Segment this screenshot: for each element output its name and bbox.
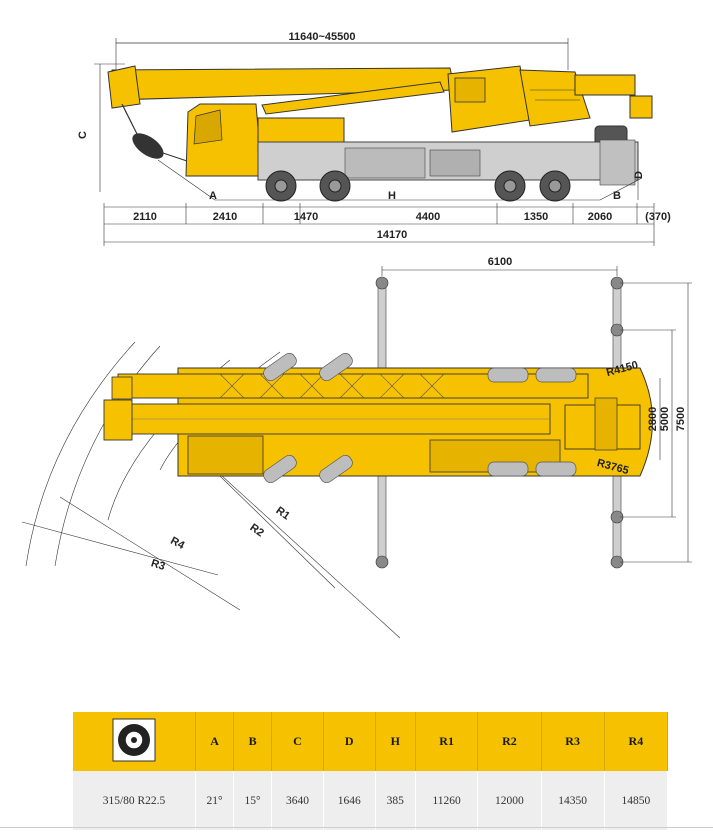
width-5000-dim: 5000 [659,407,671,431]
header-b: B [233,712,273,771]
cell-r2: 12000 [477,771,542,830]
cell-c: 3640 [271,771,324,830]
cell-r1: 11260 [415,771,479,830]
dim-label-h: H [388,190,396,202]
header-d: D [323,712,376,771]
dim-total-length: 14170 [377,229,408,241]
dim-1470: 1470 [294,211,318,223]
header-a: A [195,712,235,771]
tire-icon [112,718,156,761]
spec-table-header-row: A B C D H R1 R2 R3 R4 [73,712,669,771]
top-view: R1 R2 R3 R4 6100 [21,256,692,639]
outrigger-length-dim: 6100 [488,256,512,268]
width-7500-dim: 7500 [675,407,687,431]
cell-a: 21° [195,771,235,830]
cell-h: 385 [375,771,416,830]
boom-length-dim: 11640~45500 [289,31,356,43]
cell-r4: 14850 [604,771,669,830]
dim-1350: 1350 [524,211,548,223]
cell-b: 15° [233,771,273,830]
radius-r3-label: R3 [149,557,166,573]
header-h: H [375,712,416,771]
header-r4: R4 [604,712,669,771]
dim-370: (370) [645,211,671,223]
tire-header-cell [73,712,196,771]
dim-4400: 4400 [416,211,440,223]
dim-2060: 2060 [588,211,612,223]
bottom-divider [0,827,713,828]
crane-dimension-drawing: 11640~45500 C [21,31,692,639]
dim-label-d: D [633,171,645,179]
dim-2110: 2110 [133,211,157,223]
side-view: 11640~45500 C [77,31,671,246]
dim-label-b: B [613,190,621,202]
radius-r4-label: R4 [168,535,187,553]
cell-r3: 14350 [541,771,605,830]
cell-d: 1646 [323,771,376,830]
radius-r2-label: R2 [248,522,266,540]
header-c: C [271,712,324,771]
spec-table: A B C D H R1 R2 R3 R4 315/80 R22.5 21° 1… [73,712,669,830]
cell-tire-size: 315/80 R22.5 [73,771,196,830]
radius-r1-label: R1 [274,505,292,523]
header-r1: R1 [415,712,479,771]
header-r2: R2 [477,712,542,771]
spec-table-row: 315/80 R22.5 21° 15° 3640 1646 385 11260… [73,771,669,830]
width-2800-dim: 2800 [647,407,659,431]
header-r3: R3 [541,712,605,771]
dim-2410: 2410 [213,211,237,223]
dim-label-a: A [209,190,217,202]
dim-label-c: C [77,131,89,139]
